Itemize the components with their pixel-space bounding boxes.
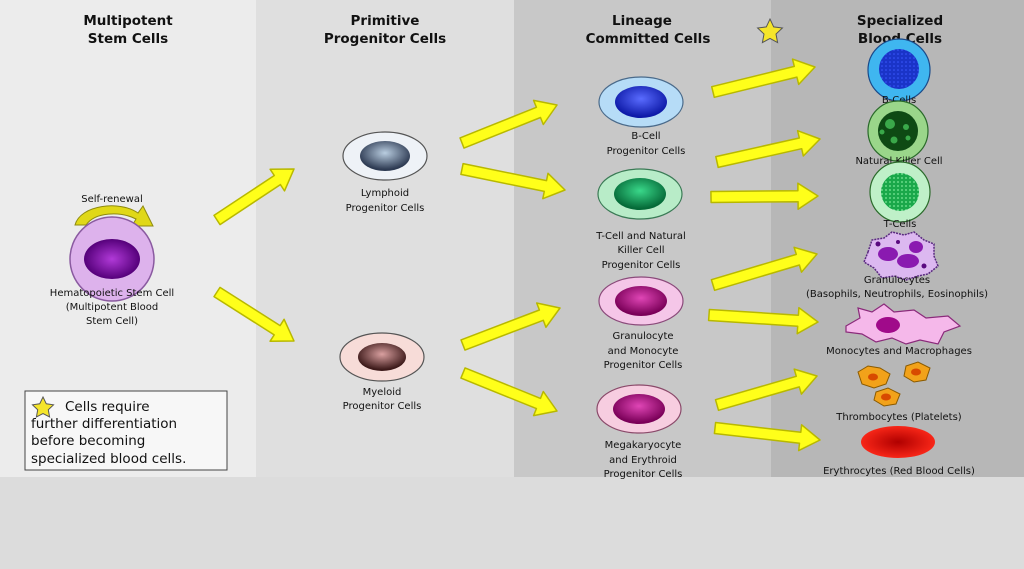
granulocyte-progenitor-label-3: Progenitor Cells	[604, 360, 683, 371]
column-title-primitive-line2: Progenitor Cells	[324, 31, 446, 47]
nk-granule	[905, 135, 911, 141]
arrow-tcell-to-tcells	[710, 182, 819, 210]
lymphoid-label-1: Lymphoid	[361, 188, 409, 199]
bcell-nucleus	[879, 49, 919, 89]
bcell-progenitor-nucleus	[615, 86, 667, 118]
granulocyte-progenitor-nucleus	[615, 286, 667, 316]
arrow-megakaryocyte-to-thrombocytes	[714, 368, 818, 412]
granulocyte-granule	[875, 241, 881, 247]
stem-cell-nucleus	[84, 239, 140, 279]
note-line-2: further differentiation	[31, 416, 177, 432]
column-title-lineage-line2: Committed Cells	[586, 31, 711, 47]
nk-granule	[879, 129, 885, 135]
column-title-stem: Multipotent	[83, 13, 173, 29]
megakaryocyte-progenitor-nucleus	[613, 394, 665, 424]
lymphoid-progenitor-nucleus	[360, 141, 410, 171]
nk-granule	[885, 119, 895, 129]
platelet-granule	[881, 393, 891, 401]
note-line-1: Cells require	[65, 399, 150, 415]
arrow-lymphoid-to-tcell	[460, 162, 566, 200]
monocyte-label: Monocytes and Macrophages	[826, 346, 972, 357]
note-line-4: specialized blood cells.	[31, 451, 186, 467]
self-renewal-label: Self-renewal	[81, 194, 142, 205]
tcell-progenitor-label-1: T-Cell and Natural	[595, 231, 686, 242]
arrows-group	[213, 58, 821, 452]
arrow-myeloid-to-granulocyte	[460, 302, 561, 351]
note-star-icon	[31, 395, 55, 418]
arrow-bcell-to-bcells	[710, 58, 816, 99]
tcell-progenitor-nucleus	[614, 178, 666, 210]
granulocyte-granule	[921, 263, 927, 269]
arrow-bcell-to-nk	[715, 129, 821, 169]
stem-cell-label-1: Hematopoietic Stem Cell	[50, 288, 174, 299]
granulocyte-label-2: (Basophils, Neutrophils, Eosinophils)	[806, 289, 988, 300]
granulocyte-nucleus	[878, 247, 898, 261]
arrow-stem-to-myeloid	[213, 286, 295, 342]
platelet-granule	[911, 368, 921, 376]
tcell-progenitor-label-3: Progenitor Cells	[602, 260, 681, 271]
macrophage-nucleus	[876, 317, 900, 333]
myeloid-label-1: Myeloid	[363, 387, 402, 398]
note-line-3: before becoming	[31, 433, 145, 449]
tcell-nucleus	[881, 173, 919, 211]
platelet-granule	[868, 373, 878, 381]
nk-granule	[890, 136, 898, 144]
arrow-megakaryocyte-to-erythrocytes	[713, 421, 821, 452]
tcell-label: T-Cells	[883, 219, 917, 230]
stem-cell-label-2: (Multipotent Blood	[66, 302, 159, 313]
bcell-progenitor-label-1: B-Cell	[631, 131, 660, 142]
megakaryocyte-progenitor-label-2: and Erythroid	[609, 455, 677, 466]
arrow-granulocyte-to-granulocytes	[710, 246, 818, 292]
column-title-stem-line2: Stem Cells	[88, 31, 168, 47]
self-renewal-arrow-icon	[74, 205, 154, 227]
erythrocyte-cell	[861, 426, 935, 458]
granulocyte-label-1: Granulocytes	[864, 275, 930, 286]
granulocyte-nucleus	[897, 254, 919, 268]
nk-granule	[903, 124, 909, 130]
bcell-progenitor-label-2: Progenitor Cells	[607, 146, 686, 157]
arrow-stem-to-lymphoid	[213, 168, 295, 226]
arrow-granulocyte-to-monocytes	[707, 306, 819, 335]
myeloid-label-2: Progenitor Cells	[343, 401, 422, 412]
megakaryocyte-progenitor-label-3: Progenitor Cells	[604, 469, 683, 480]
tcell-progenitor-label-2: Killer Cell	[617, 245, 664, 256]
thrombocyte-label: Thrombocytes (Platelets)	[835, 412, 962, 423]
column-title-primitive: Primitive	[351, 13, 420, 29]
stem-cell-label-3: Stem Cell)	[86, 316, 138, 327]
column-bg-primitive	[256, 0, 514, 477]
star-icon	[756, 17, 784, 44]
column-title-lineage: Lineage	[612, 13, 672, 29]
macrophage-outer	[845, 303, 962, 345]
note-box	[24, 390, 228, 471]
megakaryocyte-progenitor-label-1: Megakaryocyte	[605, 440, 682, 451]
arrow-myeloid-to-megakaryocyte	[460, 367, 558, 417]
arrow-lymphoid-to-bcell	[459, 99, 558, 149]
granulocyte-granule	[896, 240, 900, 244]
granulocyte-progenitor-label-1: Granulocyte	[612, 331, 673, 342]
granulocyte-progenitor-label-2: and Monocyte	[608, 346, 679, 357]
lymphoid-label-2: Progenitor Cells	[346, 203, 425, 214]
granulocyte-nucleus	[909, 241, 923, 253]
myeloid-progenitor-nucleus	[358, 343, 406, 371]
erythrocyte-label: Erythrocytes (Red Blood Cells)	[823, 466, 975, 477]
column-title-specialized: Specialized	[857, 13, 943, 29]
